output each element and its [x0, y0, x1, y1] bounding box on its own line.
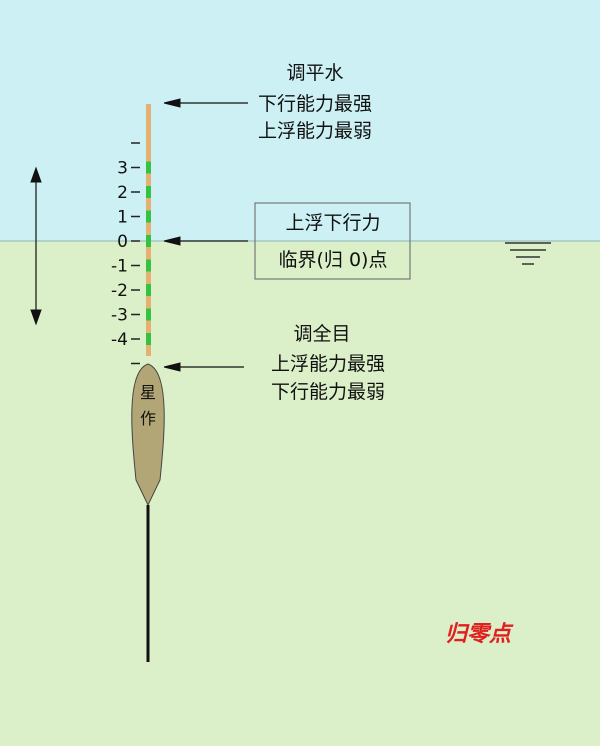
middle-note-line1: 上浮下行力: [285, 212, 380, 234]
water-region: [0, 241, 600, 746]
range-double-arrow: [30, 166, 42, 326]
float-body: 星 作: [131, 363, 165, 507]
bottom-pointer-arrow: [163, 362, 244, 372]
top-annotation: 调平水 下行能力最强 上浮能力最弱: [258, 62, 372, 142]
scale-label: 0: [117, 232, 128, 252]
green-tick: [146, 259, 151, 272]
pointer-arrows: [163, 98, 248, 372]
bottom-annotation: 调全目 上浮能力最强 下行能力最弱: [271, 323, 385, 403]
green-tick: [146, 235, 151, 247]
green-tick: [146, 210, 151, 223]
float-antenna: [131, 104, 151, 365]
scale-label: 2: [117, 183, 128, 203]
bottom-note-line1: 上浮能力最强: [271, 353, 385, 375]
zero-point-label: 归零点: [445, 621, 514, 647]
scale-label: 1: [117, 208, 128, 228]
scale-label: -3: [111, 306, 128, 326]
scale-label: -1: [111, 257, 128, 277]
middle-note-line2: 临界(归 0)点: [279, 249, 388, 271]
water-level-symbol: [505, 242, 551, 265]
float-body-char-1: 星: [140, 383, 156, 402]
top-note-line2: 上浮能力最弱: [258, 120, 372, 142]
top-note-line1: 下行能力最强: [258, 93, 372, 115]
top-pointer-arrow: [163, 98, 248, 108]
green-tick: [146, 161, 151, 174]
scale-label: -2: [111, 281, 128, 301]
float-body-char-2: 作: [140, 409, 156, 428]
scale-labels: 3 2 1 0 -1 -2 -3 -4: [111, 159, 128, 351]
green-tick: [146, 284, 151, 296]
bottom-note-title: 调全目: [293, 323, 350, 345]
air-region: [0, 0, 600, 241]
green-tick: [146, 308, 151, 321]
scale-label: 3: [117, 159, 128, 179]
scale-tick-marks: [131, 142, 140, 365]
top-note-title: 调平水: [286, 62, 343, 84]
green-tick-marks: [146, 161, 151, 345]
middle-annotation-box: 上浮下行力 临界(归 0)点: [254, 202, 411, 280]
bottom-note-line2: 下行能力最弱: [271, 381, 385, 403]
green-tick: [146, 333, 151, 345]
green-tick: [146, 186, 151, 198]
middle-pointer-arrow: [163, 236, 248, 246]
scale-label: -4: [111, 330, 128, 350]
